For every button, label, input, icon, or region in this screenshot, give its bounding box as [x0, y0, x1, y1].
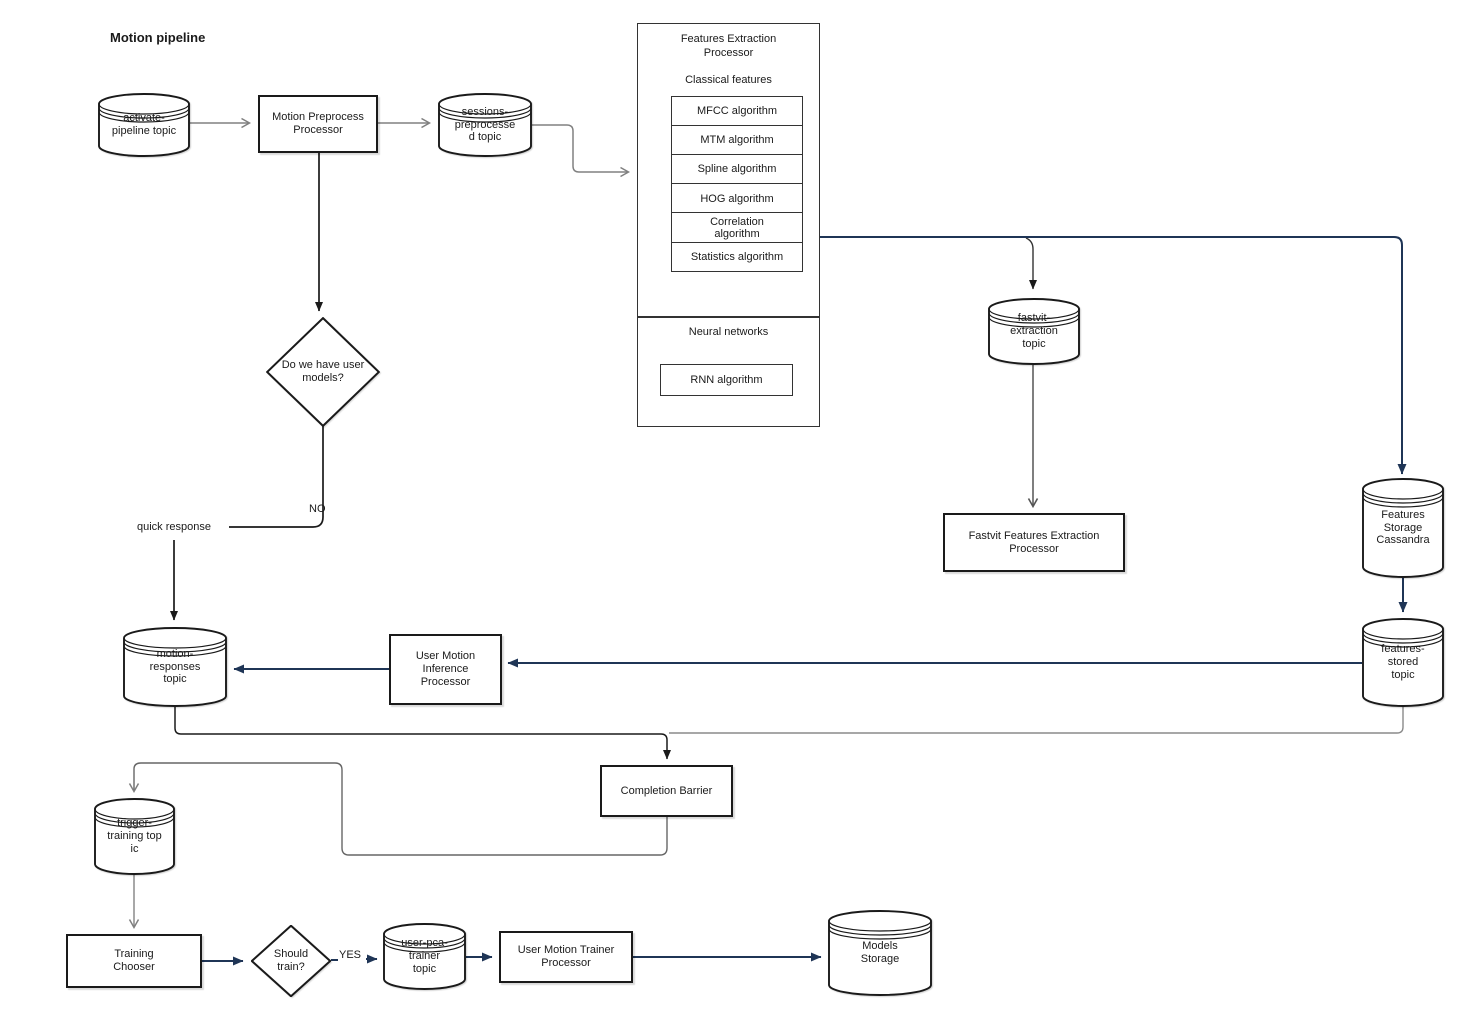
node-user-pca-trainer-topic[interactable]: user-pca- trainer topic: [383, 923, 466, 990]
motion-responses-topic-label: motion- responses topic: [149, 647, 201, 686]
edge-sessions-to-features: [532, 124, 631, 178]
edge-decision-no: [229, 425, 324, 528]
edge-features-to-cassandra: [820, 236, 1407, 475]
node-activate-pipeline-topic[interactable]: activate- pipeline topic: [98, 93, 190, 157]
fastvit-processor-label: Fastvit Features Extraction Processor: [968, 529, 1100, 555]
diagram-title: Motion pipeline: [110, 30, 206, 45]
diamond-shape: [251, 925, 331, 997]
cylinder-shape: [828, 910, 932, 996]
completion-barrier-label: Completion Barrier: [620, 784, 713, 797]
edge-motionresponses-to-barrier: [174, 707, 671, 760]
motion-preprocess-processor-label: Motion Preprocess Processor: [272, 111, 364, 136]
edge-barrier-to-trigger: [128, 762, 668, 856]
node-models-storage[interactable]: Models Storage: [828, 910, 932, 996]
cylinder-shape: [98, 93, 190, 157]
node-user-models-decision[interactable]: Do we have user models?: [266, 317, 380, 427]
cylinder-shape: [1362, 478, 1444, 578]
node-fastvit-features-extraction-processor[interactable]: Fastvit Features Extraction Processor: [943, 513, 1125, 572]
node-sessions-preprocessed-topic[interactable]: sessions- preprocesse d topic: [438, 93, 532, 157]
cylinder-shape: [94, 798, 175, 875]
node-should-train-decision[interactable]: Should train?: [251, 925, 331, 997]
sessions-preprocessed-topic-label: sessions- preprocesse d topic: [454, 105, 516, 144]
node-neural-networks[interactable]: Neural networks RNN algorithm: [637, 317, 820, 427]
activate-pipeline-topic-label: activate- pipeline topic: [111, 112, 177, 137]
inference-processor-label: User Motion Inference Processor: [415, 650, 476, 688]
cylinder-shape: [123, 627, 227, 707]
node-training-chooser[interactable]: Training Chooser: [66, 934, 202, 988]
edge-branch-to-fastvittopic: [1025, 237, 1037, 290]
edge-label-quick-response: quick response: [137, 521, 211, 533]
node-features-stored-topic[interactable]: features- stored topic: [1362, 618, 1444, 707]
node-features-extraction-processor[interactable]: Features Extraction Processor Classical …: [637, 23, 820, 317]
node-features-storage-cassandra[interactable]: Features Storage Cassandra: [1362, 478, 1444, 578]
algorithm-spline[interactable]: Spline algorithm: [671, 154, 803, 185]
node-trigger-training-topic[interactable]: trigger- training top ic: [94, 798, 175, 875]
features-extraction-title: Features Extraction Processor: [680, 33, 777, 59]
cylinder-shape: [988, 298, 1080, 365]
algorithm-mtm[interactable]: MTM algorithm: [671, 125, 803, 156]
node-motion-responses-topic[interactable]: motion- responses topic: [123, 627, 227, 707]
node-fastvit-extraction-topic[interactable]: fastvit- extraction topic: [988, 298, 1080, 365]
neural-networks-label: Neural networks: [688, 326, 769, 338]
cylinder-shape: [383, 923, 466, 990]
classical-algorithms-list: MFCC algorithm MTM algorithm Spline algo…: [671, 96, 803, 273]
edge-label-no: NO: [309, 503, 326, 515]
features-storage-cassandra-label: Features Storage Cassandra: [1376, 508, 1430, 547]
node-user-motion-inference-processor[interactable]: User Motion Inference Processor: [389, 634, 502, 705]
algorithm-statistics[interactable]: Statistics algorithm: [671, 241, 803, 273]
node-user-motion-trainer-processor[interactable]: User Motion Trainer Processor: [499, 931, 633, 983]
models-storage-label: Models Storage: [860, 940, 900, 965]
algorithm-hog[interactable]: HOG algorithm: [671, 183, 803, 214]
user-models-decision-label: Do we have user models?: [281, 359, 365, 384]
features-stored-topic-label: features- stored topic: [1381, 643, 1425, 681]
algorithm-rnn[interactable]: RNN algorithm: [660, 364, 793, 396]
cylinder-shape: [1362, 618, 1444, 707]
user-pca-trainer-topic-label: user-pca- trainer topic: [401, 937, 448, 975]
node-motion-preprocess-processor[interactable]: Motion Preprocess Processor: [258, 95, 378, 153]
trainer-processor-label: User Motion Trainer Processor: [517, 944, 615, 969]
diamond-shape: [266, 317, 380, 427]
training-chooser-label: Training Chooser: [113, 948, 155, 973]
algorithm-correlation[interactable]: Correlation algorithm: [671, 212, 803, 243]
edge-label-yes: YES: [339, 949, 362, 961]
trigger-training-topic-label: trigger- training top ic: [107, 817, 162, 855]
classical-features-label: Classical features: [685, 74, 772, 86]
edge-stored-to-junction: [669, 707, 1404, 734]
algorithm-mfcc[interactable]: MFCC algorithm: [671, 96, 803, 127]
cylinder-shape: [438, 93, 532, 157]
should-train-decision-label: Should train?: [273, 948, 309, 973]
fastvit-extraction-topic-label: fastvit- extraction topic: [1010, 312, 1058, 350]
node-completion-barrier[interactable]: Completion Barrier: [600, 765, 733, 817]
